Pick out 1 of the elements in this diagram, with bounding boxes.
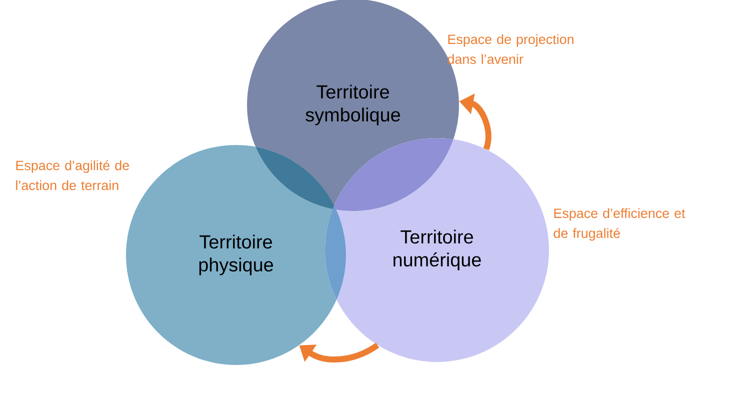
annotation: Espace d’agilité de l’action de terrain (16, 160, 129, 190)
